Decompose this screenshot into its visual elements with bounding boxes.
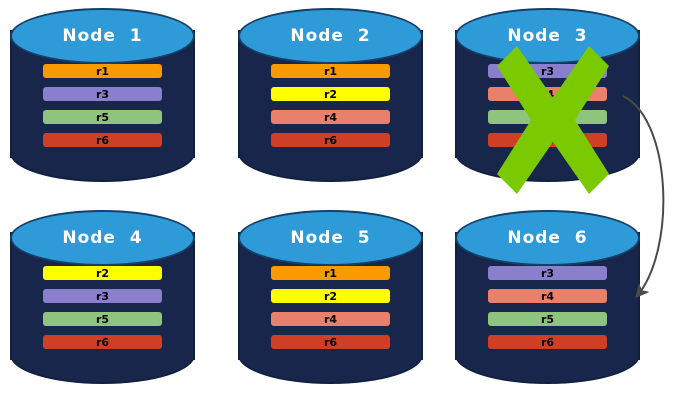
cylinder-top [238, 210, 423, 266]
cylinder-top [10, 210, 195, 266]
replica-bar-r6[interactable]: r6 [271, 133, 390, 147]
node-label: Node 2 [290, 26, 371, 46]
replica-bar-r5[interactable]: r5 [43, 312, 162, 326]
database-node-3[interactable]: Node 3 r3 r4 r5 r6 [455, 8, 640, 194]
cylinder-top [455, 210, 640, 266]
database-node-6[interactable]: Node 6 r3 r4 r5 r6 [455, 210, 640, 384]
replica-bar-r3[interactable]: r3 [488, 64, 607, 78]
replica-bar-r4[interactable]: r4 [271, 312, 390, 326]
replica-list: r2 r3 r5 r6 [43, 266, 162, 349]
replica-bar-r6[interactable]: r6 [271, 335, 390, 349]
cylinder-top [10, 8, 195, 64]
database-node-4[interactable]: Node 4 r2 r3 r5 r6 [10, 210, 195, 384]
replica-bar-r1[interactable]: r1 [271, 64, 390, 78]
replica-bar-r2[interactable]: r2 [43, 266, 162, 280]
replica-bar-r3[interactable]: r3 [43, 87, 162, 101]
replica-bar-r6[interactable]: r6 [43, 133, 162, 147]
replica-bar-r5[interactable]: r5 [43, 110, 162, 124]
node-label: Node 1 [62, 26, 143, 46]
replica-bar-r3[interactable]: r3 [488, 266, 607, 280]
replica-bar-r2[interactable]: r2 [271, 289, 390, 303]
database-node-5[interactable]: Node 5 r1 r2 r4 r6 [238, 210, 423, 384]
replica-list: r3 r4 r5 r6 [488, 64, 607, 147]
database-node-1[interactable]: Node 1 r1 r3 r5 r6 [10, 8, 195, 182]
replica-list: r1 r3 r5 r6 [43, 64, 162, 147]
replica-list: r3 r4 r5 r6 [488, 266, 607, 349]
replica-bar-r6[interactable]: r6 [488, 335, 607, 349]
replica-bar-r1[interactable]: r1 [271, 266, 390, 280]
replica-bar-r5[interactable]: r5 [488, 110, 607, 124]
replica-bar-r2[interactable]: r2 [271, 87, 390, 101]
replica-bar-r6[interactable]: r6 [43, 335, 162, 349]
replica-list: r1 r2 r4 r6 [271, 64, 390, 147]
replica-bar-r4[interactable]: r4 [488, 87, 607, 101]
node-label: Node 5 [290, 228, 371, 248]
node-label: Node 6 [507, 228, 588, 248]
node-label: Node 3 [507, 26, 588, 46]
replica-bar-r1[interactable]: r1 [43, 64, 162, 78]
replica-bar-r6[interactable]: r6 [488, 133, 607, 147]
node-label: Node 4 [62, 228, 143, 248]
replica-bar-r3[interactable]: r3 [43, 289, 162, 303]
cylinder-top [238, 8, 423, 64]
replica-list: r1 r2 r4 r6 [271, 266, 390, 349]
replica-bar-r4[interactable]: r4 [488, 289, 607, 303]
replica-bar-r5[interactable]: r5 [488, 312, 607, 326]
database-node-2[interactable]: Node 2 r1 r2 r4 r6 [238, 8, 423, 182]
replica-bar-r4[interactable]: r4 [271, 110, 390, 124]
